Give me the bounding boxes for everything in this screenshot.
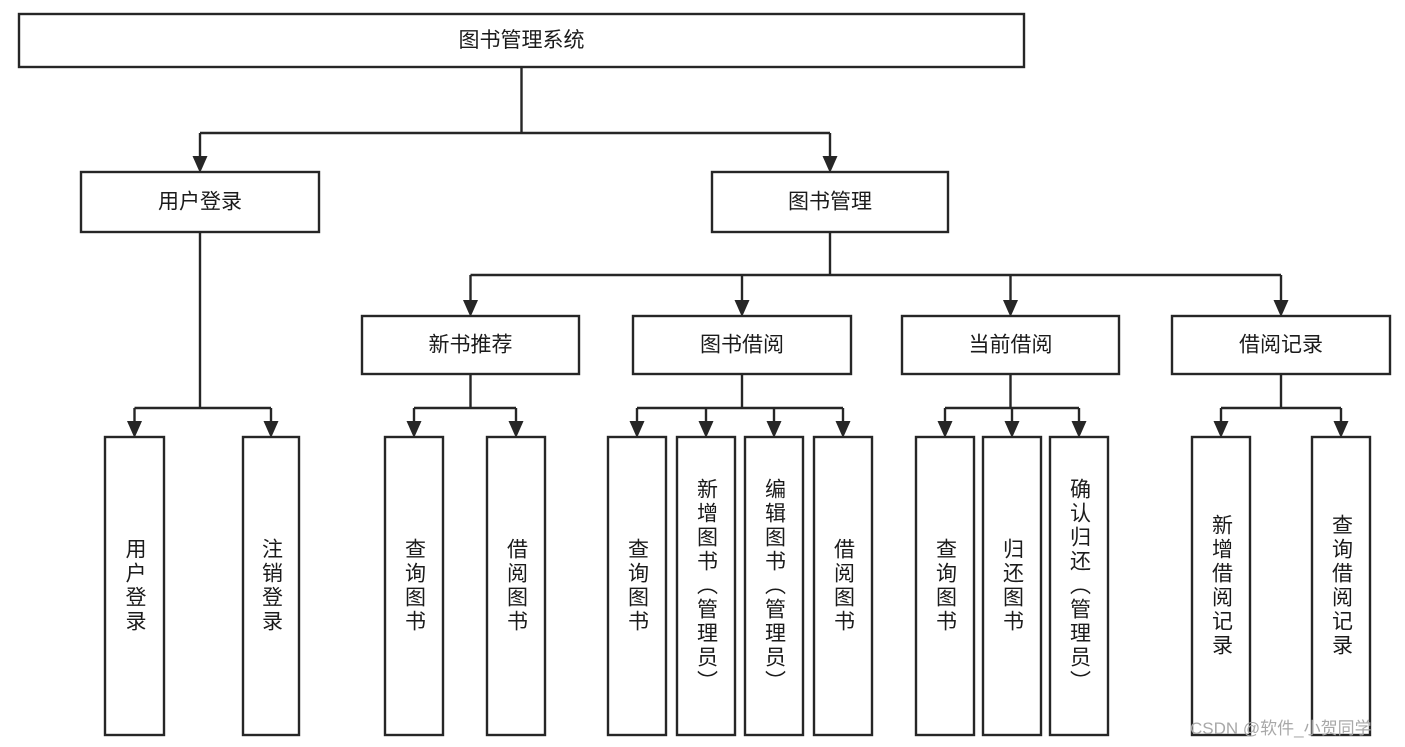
watermark-text: CSDN @软件_小贺同学 (1190, 719, 1372, 738)
connector-group-borrow-record (1213, 374, 1349, 438)
node-box-leaf-confirm-return[interactable] (1048, 435, 1110, 737)
node-box-leaf-query-record[interactable] (1310, 435, 1372, 737)
node-label-new-book-rec: 新书推荐 (429, 334, 513, 357)
arrow-head-icon (629, 421, 645, 438)
arrow-head-icon (835, 421, 851, 438)
node-label-user-login: 用户登录 (158, 191, 242, 214)
arrow-head-icon (734, 300, 750, 317)
connections-layer (127, 67, 1349, 438)
arrow-head-icon (698, 421, 714, 438)
node-box-leaf-query-book-current[interactable] (914, 435, 976, 737)
node-box-book-borrow[interactable] (631, 314, 853, 376)
node-box-leaf-query-book-rec[interactable] (383, 435, 445, 737)
arrow-head-icon (1071, 421, 1087, 438)
node-box-leaf-user-login[interactable] (103, 435, 166, 737)
connector-group-current-borrow (937, 374, 1087, 438)
node-box-leaf-edit-book[interactable] (743, 435, 805, 737)
arrow-head-icon (406, 421, 422, 438)
node-box-current-borrow[interactable] (900, 314, 1121, 376)
node-box-leaf-add-record[interactable] (1190, 435, 1252, 737)
node-box-leaf-logout[interactable] (241, 435, 301, 737)
node-box-leaf-return-book[interactable] (981, 435, 1043, 737)
boxes-layer (17, 12, 1392, 737)
node-box-book-manage[interactable] (710, 170, 950, 234)
arrow-head-icon (1003, 300, 1018, 317)
connector-group-new-book-rec (406, 374, 524, 438)
node-box-new-book-rec[interactable] (360, 314, 581, 376)
node-box-leaf-borrow-book[interactable] (812, 435, 874, 737)
node-label-book-manage: 图书管理 (788, 191, 872, 214)
node-box-leaf-borrow-book-rec[interactable] (485, 435, 547, 737)
arrow-head-icon (127, 421, 142, 438)
node-box-user-login[interactable] (79, 170, 321, 234)
arrow-head-icon (263, 421, 279, 438)
node-box-borrow-record[interactable] (1170, 314, 1392, 376)
arrow-head-icon (463, 300, 478, 317)
arrow-head-icon (1213, 421, 1229, 438)
connector-group-root (192, 67, 838, 173)
connector-group-book-borrow (629, 374, 851, 438)
arrow-head-icon (1004, 421, 1020, 438)
node-label-borrow-record: 借阅记录 (1239, 334, 1323, 357)
arrow-head-icon (937, 421, 953, 438)
node-label-root: 图书管理系统 (459, 29, 585, 52)
arrow-head-icon (1333, 421, 1349, 438)
connector-group-book-manage (463, 232, 1289, 317)
node-box-leaf-query-book-borrow[interactable] (606, 435, 668, 737)
node-box-root[interactable] (17, 12, 1026, 69)
arrow-head-icon (1273, 300, 1289, 317)
node-label-current-borrow: 当前借阅 (969, 334, 1053, 357)
connector-group-user-login (127, 232, 279, 438)
arrow-head-icon (822, 156, 838, 173)
arrow-head-icon (766, 421, 782, 438)
arrow-head-icon (192, 156, 208, 173)
arrow-head-icon (508, 421, 524, 438)
node-label-book-borrow: 图书借阅 (700, 334, 784, 357)
node-box-leaf-add-book[interactable] (675, 435, 737, 737)
